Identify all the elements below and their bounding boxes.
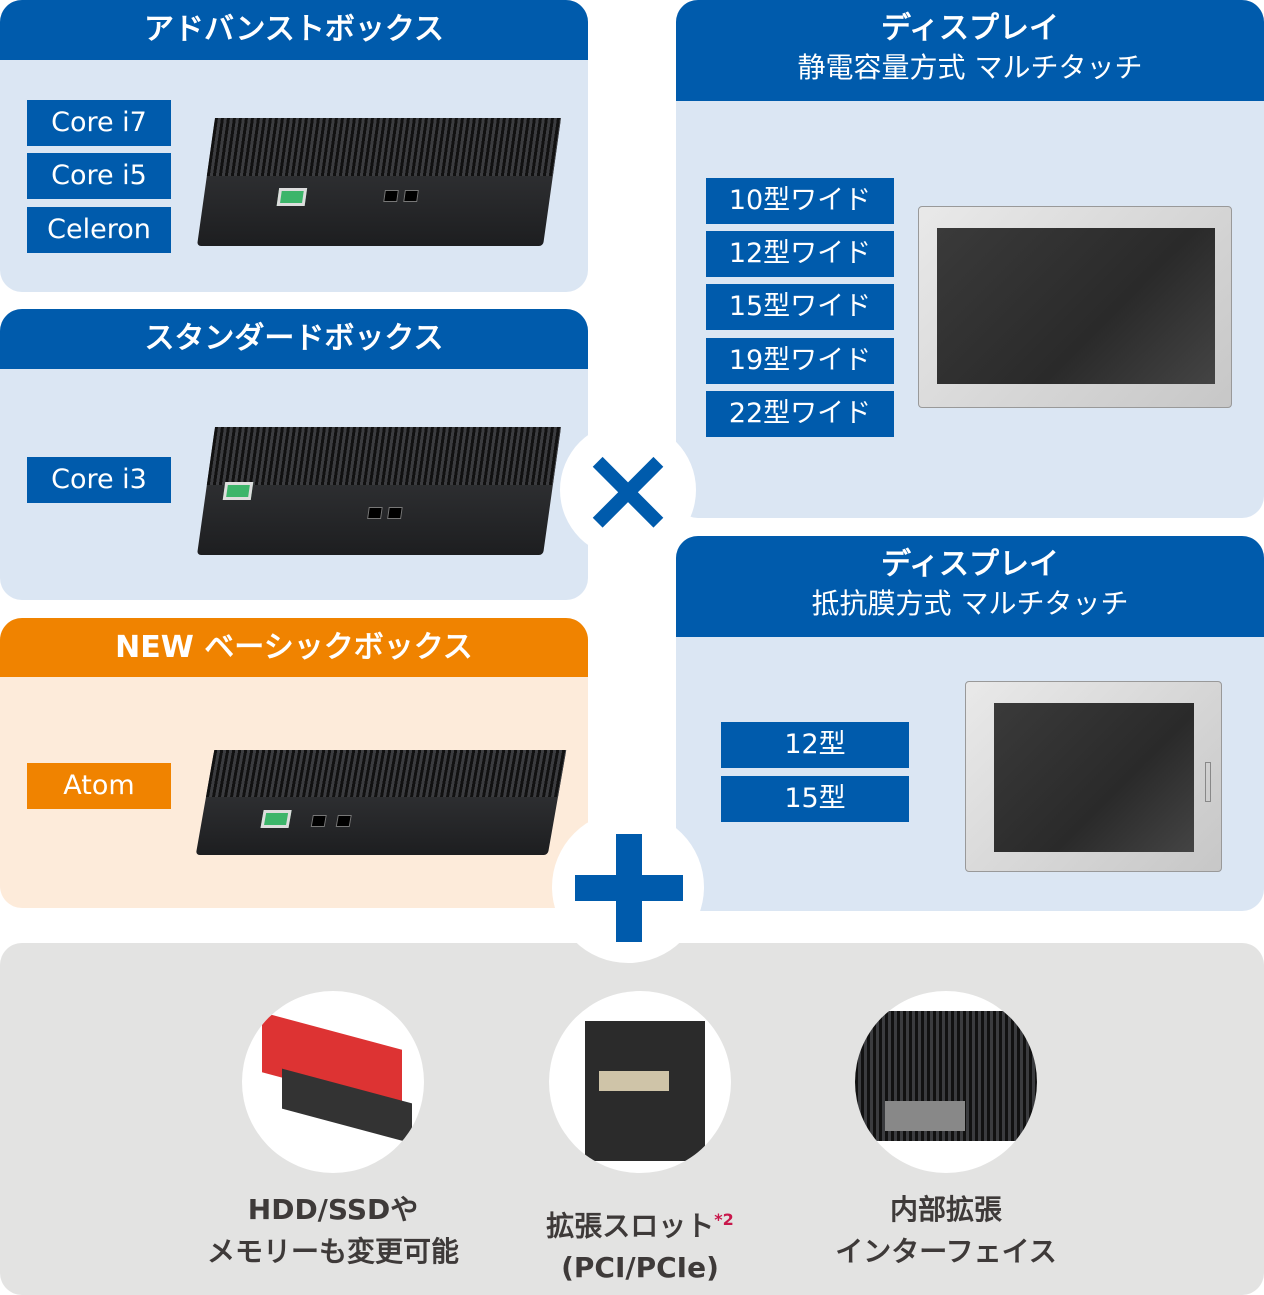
resistive-display-title: ディスプレイ — [881, 547, 1059, 582]
basic-box-title: NEW ベーシックボックス — [0, 618, 588, 677]
size-22-wide: 22型ワイド — [706, 391, 894, 437]
cpu-celeron: Celeron — [27, 207, 171, 253]
size-15: 15型 — [721, 776, 909, 822]
expansion-slot-image — [549, 991, 731, 1173]
advanced-box-product-image — [197, 118, 561, 246]
advanced-box-panel: アドバンストボックス Core i7 Core i5 Celeron — [0, 0, 588, 292]
internal-interface-image — [855, 991, 1037, 1173]
capacitive-display-subtitle: 静電容量方式 マルチタッチ — [797, 51, 1143, 84]
size-12: 12型 — [721, 722, 909, 768]
times-circle — [560, 422, 696, 558]
features-panel: HDD/SSDや メモリーも変更可能 拡張スロット*2 (PCI/PCIe) 内… — [0, 943, 1264, 1295]
size-15-wide: 15型ワイド — [706, 284, 894, 330]
cpu-core-i5: Core i5 — [27, 153, 171, 199]
size-12-wide: 12型ワイド — [706, 231, 894, 277]
basic-box-product-image — [195, 750, 567, 855]
standard-box-product-image — [197, 427, 561, 555]
capacitive-display-title: ディスプレイ — [881, 11, 1059, 46]
resistive-display-image — [965, 681, 1222, 872]
size-10-wide: 10型ワイド — [706, 178, 894, 224]
times-icon: × — [577, 420, 679, 559]
capacitive-display-image — [918, 206, 1232, 408]
feature-internal-interface: 内部拡張 インターフェイス — [835, 1193, 1057, 1268]
cpu-atom: Atom — [27, 763, 171, 809]
cpu-core-i3: Core i3 — [27, 457, 171, 503]
resistive-display-panel: ディスプレイ 抵抗膜方式 マルチタッチ 12型 15型 — [676, 536, 1264, 911]
cpu-core-i7: Core i7 — [27, 100, 171, 146]
feature-hdd-ssd: HDD/SSDや メモリーも変更可能 — [206, 1193, 459, 1268]
standard-box-panel: スタンダードボックス Core i3 — [0, 309, 588, 600]
standard-box-title: スタンダードボックス — [0, 309, 588, 369]
resistive-display-subtitle: 抵抗膜方式 マルチタッチ — [811, 587, 1129, 620]
footnote-marker: *2 — [714, 1210, 734, 1229]
advanced-box-title: アドバンストボックス — [0, 0, 588, 60]
hdd-ssd-image — [242, 991, 424, 1173]
size-19-wide: 19型ワイド — [706, 338, 894, 384]
feature-expansion-slot: 拡張スロット*2 (PCI/PCIe) — [546, 1209, 734, 1285]
capacitive-display-panel: ディスプレイ 静電容量方式 マルチタッチ 10型ワイド 12型ワイド 15型ワイ… — [676, 0, 1264, 518]
basic-box-panel: NEW ベーシックボックス Atom — [0, 618, 588, 908]
